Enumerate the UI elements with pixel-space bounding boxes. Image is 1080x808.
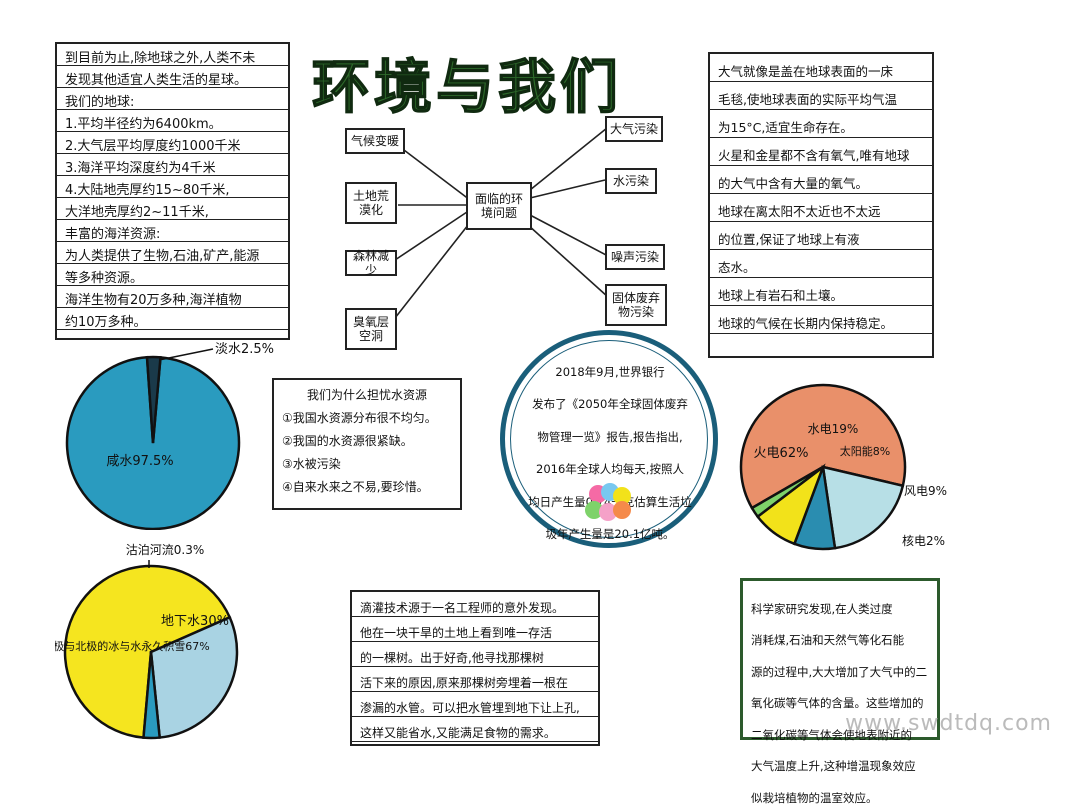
text-line: 的一棵树。出于好奇,他寻找那棵树 xyxy=(360,651,544,665)
water-issue-item: ①我国水资源分布很不均匀。 xyxy=(282,411,437,425)
text-line: 1.平均半径约为6400km。 xyxy=(65,117,222,132)
freshwater-pie-chart: 山区雨极与北极的冰与水永久积雪67% 地下水30% 沽泊河流0.3% xyxy=(55,543,239,740)
power-pie-chart: 火电62% 水电19% 太阳能8% 风电9% 核电2% xyxy=(739,383,947,551)
text-line: 3.海洋平均深度约为4千米 xyxy=(65,161,216,176)
text-line: 我们的地球: xyxy=(65,95,135,110)
pie-slice xyxy=(149,615,239,739)
water-issues-heading: 我们为什么担忧水资源 xyxy=(306,388,427,402)
text-line: 4.大陆地壳厚约15~80千米, xyxy=(65,183,230,198)
text-line: 等多种资源。 xyxy=(65,271,144,286)
pie-slice-label: 火电62% xyxy=(754,446,809,461)
mindmap-node-right-2: 噪声污染 xyxy=(605,244,665,270)
greenhouse-note: 科学家研究发现,在人类过度消耗煤,石油和天然气等化石能源的过程中,大大增加了大气… xyxy=(740,578,940,805)
mindmap-lines xyxy=(394,127,609,319)
water-pie-chart: 咸水97.5% 淡水2.5% xyxy=(65,342,274,530)
text-line: 地球上有岩石和土壤。 xyxy=(718,288,844,303)
text-line: 圾年产生量是20.1亿吨。 xyxy=(545,527,675,541)
text-line: 大洋地壳厚约2~11千米, xyxy=(65,205,209,220)
solid-waste-text: 2018年9月,世界银行发布了《2050年全球固体废弃物管理一览》报告,报告指出… xyxy=(518,350,702,557)
mindmap-node-right-3: 固体废弃物污染 xyxy=(605,284,667,326)
pie-slice-label: 淡水2.5% xyxy=(215,342,274,357)
text-line: 大气就像是盖在地球表面的一床 xyxy=(718,64,894,79)
text-line: 地球在离太阳不太近也不太远 xyxy=(718,204,881,219)
text-line: 这样又能省水,又能满足食物的需求。 xyxy=(360,726,556,740)
earth-atmosphere-note: 大气就像是盖在地球表面的一床毛毯,使地球表面的实际平均气温为15°C,适宜生命存… xyxy=(708,52,934,358)
text-line: 2018年9月,世界银行 xyxy=(555,364,665,379)
decor-dots xyxy=(585,483,631,521)
mindmap-center: 面临的环境问题 xyxy=(466,182,532,230)
text-line: 约10万多种。 xyxy=(65,315,147,330)
water-issue-item: ③水被污染 xyxy=(282,457,341,471)
text-line: 发布了《2050年全球固体废弃 xyxy=(532,397,688,411)
text-line: 火星和金星都不含有氧气,唯有地球 xyxy=(718,148,910,163)
pie-slice xyxy=(145,355,162,444)
text-line: 丰富的海洋资源: xyxy=(65,227,161,242)
water-issue-item: ②我国的水资源很紧缺。 xyxy=(282,434,413,448)
text-line: 二氧化碳等气体会使地表附近的 xyxy=(751,727,912,742)
text-line: 2016年全球人均每天,按照人 xyxy=(536,462,684,476)
page-title: 环境与我们 xyxy=(311,52,623,122)
pie-slice xyxy=(750,465,824,519)
pie-slice-label: 核电2% xyxy=(902,534,945,548)
decor-dot xyxy=(613,487,631,505)
text-line: 源的过程中,大大增加了大气中的二 xyxy=(751,664,928,679)
text-line: 到目前为止,除地球之外,人类不未 xyxy=(65,51,256,66)
text-line: 滴灌技术源于一名工程师的意外发现。 xyxy=(360,601,565,615)
pie-slice xyxy=(142,651,162,740)
text-line: 发现其他适宜人类生活的星球。 xyxy=(65,73,248,88)
water-issue-item: ④自来水来之不易,要珍惜。 xyxy=(282,480,429,494)
text-line: 活下来的原因,原来那棵树旁埋着一根在 xyxy=(360,676,568,690)
watermark: www.swdtdq.com xyxy=(845,711,1052,736)
drip-irrigation-story: 滴灌技术源于一名工程师的意外发现。他在一块干旱的土地上看到唯一存活的一棵树。出于… xyxy=(350,590,600,746)
pie-slice-label: 山区雨极与北极的冰与水永久积雪67% xyxy=(55,639,210,653)
mindmap-node-right-0: 大气污染 xyxy=(605,116,663,142)
text-line: 为人类提供了生物,石油,矿产,能源 xyxy=(65,249,260,264)
text-line: 消耗煤,石油和天然气等化石能 xyxy=(751,633,905,647)
text-line: 的大气中含有大量的氧气。 xyxy=(718,176,869,191)
text-line: 大气温度上升,这种增温现象效应 xyxy=(751,759,916,773)
mindmap-node-left-1: 土地荒漠化 xyxy=(345,182,397,224)
decor-dot xyxy=(599,503,617,521)
decor-dot xyxy=(613,501,631,519)
text-line: 态水。 xyxy=(718,260,756,275)
mindmap-node-left-0: 气候变暖 xyxy=(345,128,405,154)
text-line: 的位置,保证了地球上有液 xyxy=(718,232,860,247)
pie-slice-label: 沽泊河流0.3% xyxy=(126,543,205,557)
decor-dot xyxy=(585,501,603,519)
text-line: 均日产生量0.74千克估算生活垃 xyxy=(528,494,692,509)
text-line: 海洋生物有20万多种,海洋植物 xyxy=(65,293,242,308)
pie-slice-label: 水电19% xyxy=(808,422,859,436)
text-line: 渗漏的水管。可以把水管埋到地下让上孔, xyxy=(360,701,580,715)
mindmap-node-left-3: 臭氧层空洞 xyxy=(345,308,397,350)
earth-facts-note: 到目前为止,除地球之外,人类不未发现其他适宜人类生活的星球。我们的地球: 1.平均… xyxy=(55,42,290,340)
solid-waste-circle xyxy=(500,330,718,548)
pie-slice xyxy=(739,383,907,510)
mindmap-node-right-1: 水污染 xyxy=(605,168,657,194)
pie-slice-label: 地下水30% xyxy=(161,614,229,629)
text-line: 氧化碳等气体的含量。这些增加的 xyxy=(751,696,924,710)
text-line: 为15°C,适宜生命存在。 xyxy=(718,120,853,135)
pie-slice xyxy=(821,465,905,550)
text-line: 物管理一览》报告,报告指出, xyxy=(537,429,683,444)
text-line: 科学家研究发现,在人类过度 xyxy=(751,601,893,616)
text-line: 似栽培植物的温室效应。 xyxy=(751,790,878,805)
text-line: 2.大气层平均厚度约1000千米 xyxy=(65,139,241,154)
water-issues-box: 我们为什么担忧水资源 ①我国水资源分布很不均匀。 ②我国的水资源很紧缺。 ③水被污染… xyxy=(272,378,462,510)
text-line: 毛毯,使地球表面的实际平均气温 xyxy=(718,92,897,107)
text-line: 地球的气候在长期内保持稳定。 xyxy=(718,316,894,331)
pie-slice xyxy=(63,564,232,740)
pie-slice-label: 太阳能8% xyxy=(840,444,890,458)
pie-slice-label: 咸水97.5% xyxy=(106,454,173,469)
pie-slice-label: 风电9% xyxy=(904,484,947,498)
text-line: 他在一块干旱的土地上看到唯一存活 xyxy=(360,626,553,640)
mindmap-node-left-2: 森林减少 xyxy=(345,249,397,277)
